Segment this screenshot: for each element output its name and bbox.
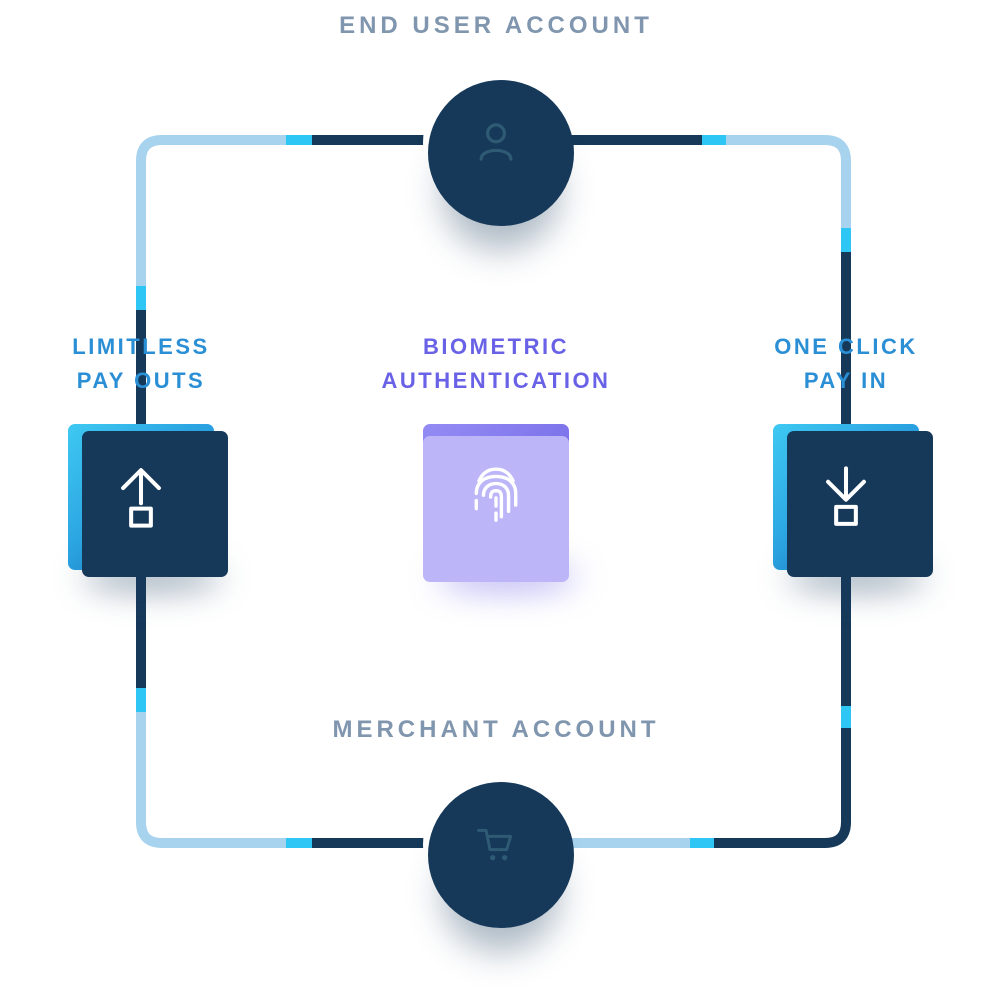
user-icon bbox=[479, 123, 513, 161]
upload-arrow-icon bbox=[121, 468, 161, 528]
limitless-pay-outs-line2: PAY OUTS bbox=[76, 368, 206, 394]
merchant-account-label: MERCHANT ACCOUNT bbox=[332, 716, 660, 743]
limitless-pay-outs-line1: LIMITLESS bbox=[72, 334, 210, 359]
shopping-cart-icon bbox=[477, 828, 513, 861]
biometric-authentication-label: BIOMETRIC AUTHENTICATION bbox=[316, 330, 676, 398]
one-click-pay-in-label: ONE CLICK PAY IN bbox=[716, 330, 976, 398]
end-user-account-label: END USER ACCOUNT bbox=[339, 12, 653, 39]
pay-outs-node bbox=[68, 424, 214, 570]
end-user-node bbox=[423, 70, 569, 216]
biometric-line2: AUTHENTICATION bbox=[381, 368, 611, 394]
one-click-line2: PAY IN bbox=[803, 368, 889, 394]
fingerprint-icon bbox=[474, 467, 518, 522]
pay-in-node bbox=[773, 424, 919, 570]
download-arrow-icon bbox=[826, 466, 866, 526]
limitless-pay-outs-label: LIMITLESS PAY OUTS bbox=[11, 330, 271, 398]
one-click-line1: ONE CLICK bbox=[774, 334, 918, 359]
biometric-line1: BIOMETRIC bbox=[423, 334, 569, 359]
biometric-node bbox=[423, 424, 569, 570]
merchant-node bbox=[423, 772, 569, 918]
